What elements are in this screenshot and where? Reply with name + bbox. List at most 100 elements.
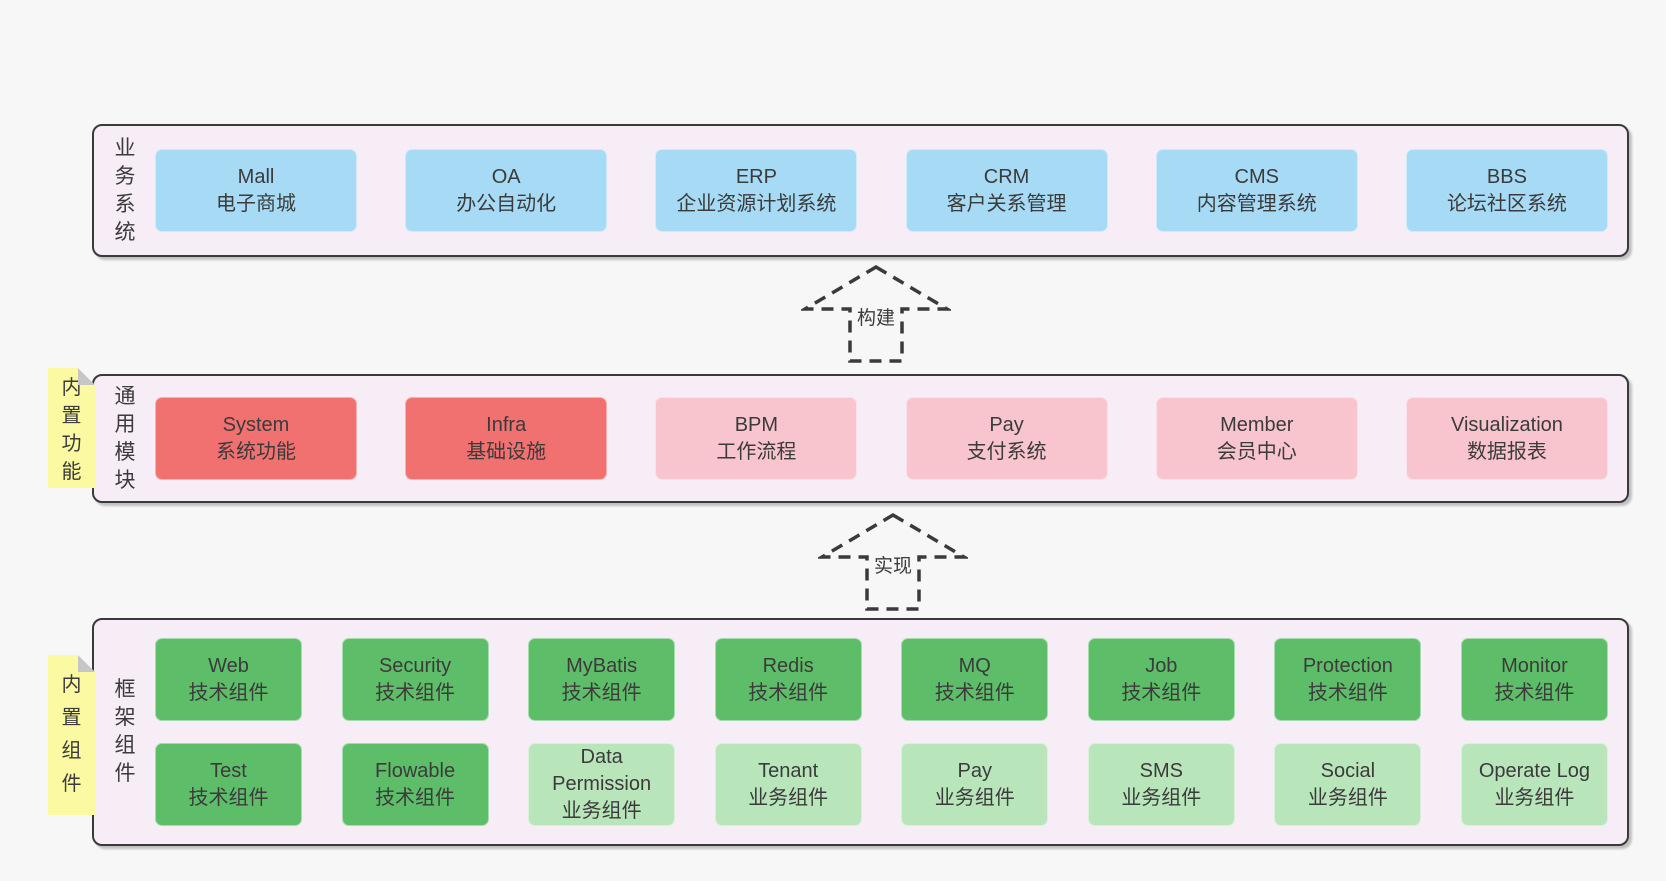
band-label-common-modules: 通用模块 [114, 384, 136, 492]
box-sms: SMS 业务组件 [1087, 743, 1235, 826]
box-subtitle: 内容管理系统 [1196, 192, 1317, 215]
box-subtitle: 业务组件 [934, 786, 1015, 809]
box-pay: Pay 支付系统 [905, 397, 1108, 480]
up-arrow-icon [801, 264, 951, 363]
box-subtitle: 业务组件 [561, 800, 642, 822]
box-title: Infra [486, 413, 527, 436]
box-infra: Infra 基础设施 [405, 397, 608, 480]
box-subtitle: 论坛社区系统 [1446, 192, 1567, 215]
framework-row-2: Test 技术组件 Flowable 技术组件 Data Permission … [155, 743, 1608, 826]
box-title: BPM [734, 413, 779, 436]
box-protection: Protection 技术组件 [1274, 638, 1422, 721]
box-subtitle: 系统功能 [216, 440, 296, 463]
box-subtitle: 支付系统 [966, 440, 1047, 463]
box-title: Redis [762, 654, 814, 677]
band-label-business-systems: 业务系统 [114, 136, 136, 244]
box-subtitle: 技术组件 [188, 681, 269, 704]
box-subtitle: 客户关系管理 [946, 192, 1067, 215]
box-web: Web 技术组件 [155, 638, 302, 721]
box-monitor: Monitor 技术组件 [1460, 638, 1608, 721]
box-subtitle: 业务组件 [1307, 786, 1388, 809]
band-label-framework-components: 框架组件 [114, 678, 136, 785]
box-title: CMS [1234, 165, 1279, 188]
box-subtitle: 基础设施 [466, 440, 547, 463]
sticky-note-builtin-features: 内置功能 [48, 368, 95, 488]
box-subtitle: 数据报表 [1466, 440, 1547, 463]
box-title: Security [378, 654, 452, 677]
box-title: Social [1320, 759, 1376, 782]
box-subtitle: 技术组件 [748, 681, 829, 704]
box-mq: MQ 技术组件 [901, 638, 1049, 721]
box-title: SMS [1139, 759, 1183, 782]
box-erp: ERP 企业资源计划系统 [655, 149, 858, 232]
up-arrow-icon [818, 512, 968, 611]
box-subtitle: 技术组件 [934, 681, 1015, 704]
box-title: Job [1145, 654, 1178, 677]
box-subtitle: 会员中心 [1216, 440, 1297, 463]
box-title: Data Permission [552, 746, 652, 795]
box-title: MQ [958, 654, 991, 677]
box-mybatis: MyBatis 技术组件 [528, 638, 676, 721]
box-subtitle: 技术组件 [375, 786, 456, 809]
box-data-permission: Data Permission 业务组件 [528, 743, 676, 826]
box-title: ERP [735, 165, 777, 188]
box-pay-business: Pay 业务组件 [901, 743, 1049, 826]
sticky-label: 内置功能 [61, 377, 82, 483]
box-subtitle: 技术组件 [188, 786, 269, 809]
box-subtitle: 技术组件 [1307, 681, 1388, 704]
box-cms: CMS 内容管理系统 [1155, 149, 1358, 232]
business-systems-boxes: Mall 电子商城 OA 办公自动化 ERP 企业资源计划系统 CRM 客户关系… [155, 149, 1608, 232]
box-redis: Redis 技术组件 [714, 638, 862, 721]
box-member: Member 会员中心 [1155, 397, 1358, 480]
box-subtitle: 业务组件 [1121, 786, 1202, 809]
box-mall: Mall 电子商城 [155, 149, 357, 232]
sticky-label: 内置组件 [61, 674, 82, 795]
box-title: System [222, 413, 290, 436]
box-social: Social 业务组件 [1274, 743, 1422, 826]
box-title: Mall [237, 165, 275, 188]
box-subtitle: 技术组件 [375, 681, 456, 704]
box-title: Flowable [375, 759, 456, 782]
arrow-label: 构建 [853, 303, 899, 330]
box-subtitle: 办公自动化 [456, 192, 557, 215]
band-framework-components: 框架组件 Web 技术组件 Security 技术组件 MyBatis 技术组件… [92, 618, 1629, 846]
box-subtitle: 技术组件 [1494, 681, 1575, 704]
box-subtitle: 工作流程 [716, 440, 797, 463]
box-subtitle: 电子商城 [216, 192, 296, 215]
box-subtitle: 技术组件 [1121, 681, 1202, 704]
box-title: CRM [983, 165, 1030, 188]
box-test: Test 技术组件 [155, 743, 302, 826]
box-security: Security 技术组件 [341, 638, 489, 721]
framework-row-1: Web 技术组件 Security 技术组件 MyBatis 技术组件 Redi… [155, 638, 1608, 721]
box-tenant: Tenant 业务组件 [714, 743, 862, 826]
build-arrow: 构建 [801, 264, 951, 364]
box-title: Pay [989, 413, 1024, 436]
sticky-note-builtin-components: 内置组件 [48, 655, 95, 815]
box-title: Pay [957, 759, 992, 782]
box-title: Tenant [758, 759, 819, 782]
implement-arrow: 实现 [818, 512, 968, 612]
box-title: MyBatis [566, 654, 638, 677]
box-title: Protection [1302, 654, 1393, 677]
box-oa: OA 办公自动化 [405, 149, 608, 232]
box-system: System 系统功能 [155, 397, 357, 480]
box-title: Member [1220, 413, 1294, 436]
box-subtitle: 技术组件 [561, 681, 642, 704]
box-operate-log: Operate Log 业务组件 [1460, 743, 1608, 826]
box-bbs: BBS 论坛社区系统 [1405, 149, 1608, 232]
box-title: Visualization [1450, 413, 1563, 436]
box-title: Test [210, 759, 247, 782]
arrow-label: 实现 [870, 551, 916, 578]
common-modules-boxes: System 系统功能 Infra 基础设施 BPM 工作流程 Pay 支付系统… [155, 397, 1608, 480]
framework-components-rows: Web 技术组件 Security 技术组件 MyBatis 技术组件 Redi… [155, 638, 1608, 826]
box-title: Operate Log [1478, 759, 1591, 782]
band-common-modules: 通用模块 System 系统功能 Infra 基础设施 BPM 工作流程 Pay… [92, 374, 1629, 503]
box-title: BBS [1486, 165, 1527, 188]
band-business-systems: 业务系统 Mall 电子商城 OA 办公自动化 ERP 企业资源计划系统 CRM… [92, 124, 1629, 257]
box-subtitle: 业务组件 [748, 786, 829, 809]
folded-corner-icon [78, 368, 95, 385]
box-title: OA [491, 165, 521, 188]
box-subtitle: 企业资源计划系统 [676, 192, 837, 215]
box-title: Monitor [1501, 654, 1568, 677]
box-flowable: Flowable 技术组件 [341, 743, 489, 826]
